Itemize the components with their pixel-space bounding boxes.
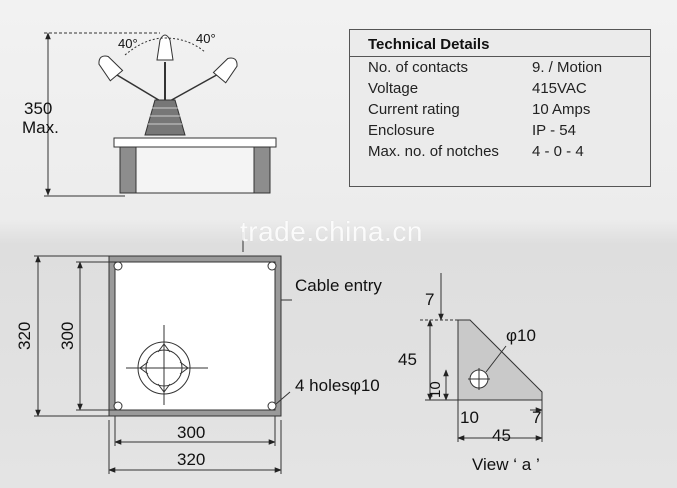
view-a (420, 273, 543, 442)
view-a-dim-width: 45 (492, 426, 511, 445)
title-divider (350, 56, 650, 57)
technical-details-title: Technical Details (368, 36, 490, 53)
view-a-dim-top: 7 (425, 290, 435, 309)
spec-value-current: 10 Amps (532, 101, 591, 118)
spec-label-current: Current rating (368, 101, 460, 118)
spec-value-enclosure: IP - 54 (532, 122, 576, 139)
view-a-caption: View ‘ a ’ (472, 455, 540, 474)
height-value-label: 350 (24, 99, 53, 118)
spec-label-notches: Max. no. of notches (368, 143, 499, 160)
holes-label: 4 holesφ10 (295, 376, 380, 395)
view-a-dim-bottom-right: 7 (532, 408, 542, 427)
plan-view (34, 232, 292, 474)
spec-label-contacts: No. of contacts (368, 59, 469, 76)
angle-right-label: 40° (196, 31, 216, 46)
angle-left-label: 40° (118, 36, 138, 51)
height-note-label: Max. (22, 118, 59, 137)
cable-entry-label: Cable entry (295, 276, 382, 295)
watermark: trade.china.cn (240, 216, 423, 247)
spec-label-voltage: Voltage (368, 80, 419, 97)
spec-value-contacts: 9. / Motion (532, 59, 603, 76)
spec-value-notches: 4 - 0 - 4 (532, 143, 584, 160)
inner-height-label: 300 (58, 321, 77, 350)
spec-label-enclosure: Enclosure (368, 122, 435, 139)
outer-height-label: 320 (15, 321, 34, 350)
view-a-dim-inner: 10 (427, 381, 444, 398)
side-view (44, 32, 277, 197)
technical-details-panel: Technical Details No. of contacts 9. / M… (349, 29, 651, 187)
view-a-dim-bottom-left: 10 (460, 408, 479, 427)
outer-width-label: 320 (177, 450, 206, 469)
view-a-dim-hole: φ10 (506, 326, 536, 345)
inner-width-label: 300 (177, 423, 206, 442)
view-a-dim-height: 45 (398, 350, 417, 369)
spec-value-voltage: 415VAC (532, 80, 587, 97)
